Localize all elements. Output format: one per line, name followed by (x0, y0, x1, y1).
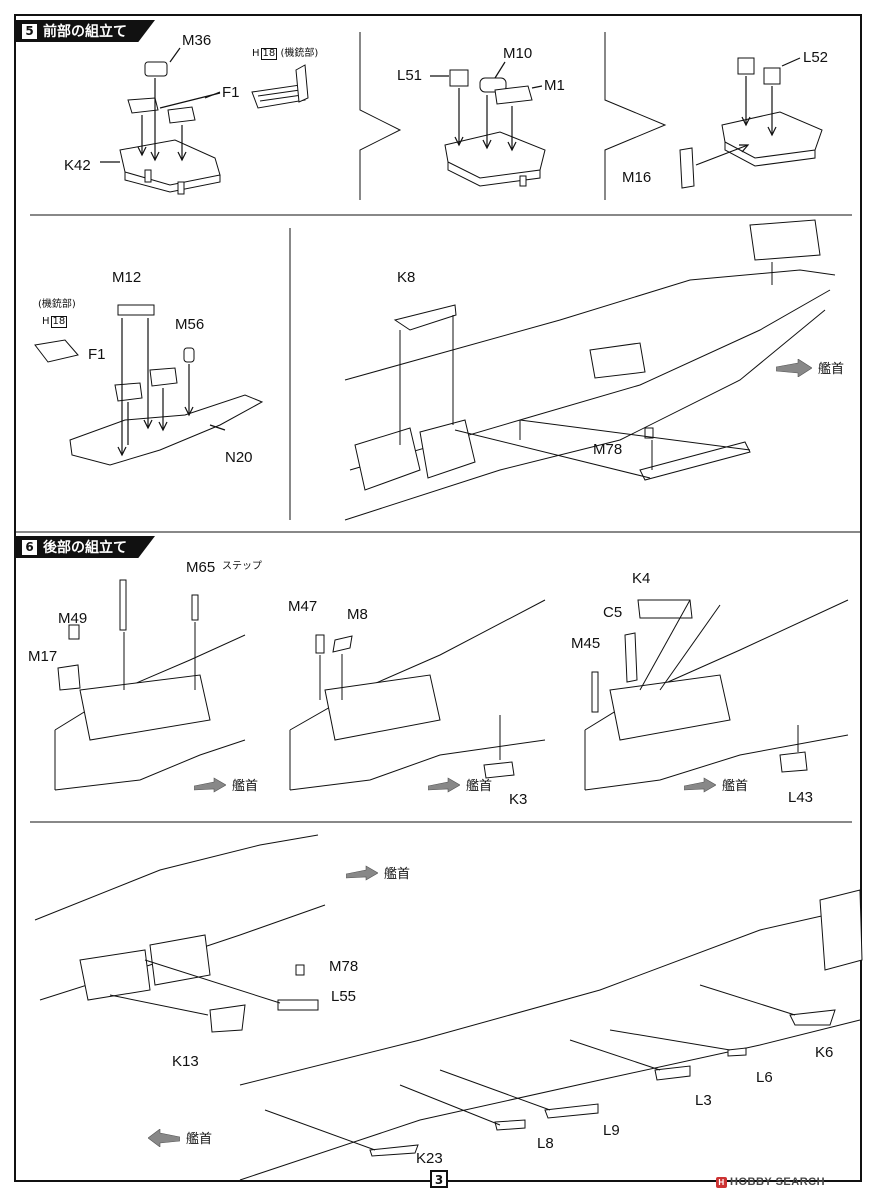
bow-direction-indicator: 艦首 (776, 358, 844, 377)
bow-direction-label: 艦首 (232, 779, 259, 794)
section-title: 後部の組立て (43, 540, 127, 556)
part-label: K6 (815, 1044, 834, 1061)
bow-direction-indicator: 艦首 (684, 775, 748, 794)
part-label: M47 (288, 598, 318, 615)
part-label: M36 (182, 32, 212, 49)
bow-arrow-icon (684, 776, 716, 793)
step-note: ステップ (222, 561, 262, 572)
h-note: (機銃部) (38, 299, 76, 310)
part-label: M17 (28, 648, 58, 665)
bow-direction-indicator: 艦首 (428, 775, 492, 794)
bow-direction-label: 艦首 (818, 362, 845, 377)
bow-arrow-icon (776, 358, 812, 377)
part-label: L52 (803, 49, 829, 66)
part-label: F1 (88, 346, 106, 363)
section-number: 6 (22, 539, 37, 555)
part-label: L9 (603, 1122, 620, 1139)
part-label: M12 (112, 269, 142, 286)
bow-arrow-left-icon (148, 1128, 180, 1147)
bow-direction-label: 艦首 (466, 779, 493, 794)
h-number: 18 (50, 316, 68, 328)
part-label: K4 (632, 570, 651, 587)
part-label: N20 (225, 449, 253, 466)
bow-direction-indicator: 艦首 (194, 775, 258, 794)
watermark-text: HOBBY SEARCH (730, 1176, 826, 1188)
h-number: 18 (260, 48, 278, 60)
bow-direction-indicator: 艦首 (148, 1128, 212, 1147)
part-label: L55 (331, 988, 357, 1005)
part-label: M10 (503, 45, 533, 62)
part-label: F1 (222, 84, 240, 101)
part-label: L43 (788, 789, 814, 806)
bow-direction-indicator: 艦首 (346, 863, 410, 882)
part-label: C5 (603, 604, 623, 621)
part-label: L6 (756, 1069, 773, 1086)
bow-direction-label: 艦首 (384, 867, 411, 882)
part-label: M78 (329, 958, 359, 975)
bow-direction-label: 艦首 (722, 779, 749, 794)
part-label: L8 (537, 1135, 554, 1152)
section-number: 5 (22, 23, 37, 39)
bow-direction-label: 艦首 (186, 1132, 213, 1147)
section-header-step6: 6 後部の組立て (16, 536, 155, 558)
part-label: M49 (58, 610, 88, 627)
part-label: M45 (571, 635, 601, 652)
part-label: M65 (186, 559, 216, 576)
bow-arrow-icon (194, 776, 226, 793)
part-label: M56 (175, 316, 205, 333)
part-label: M78 (593, 441, 623, 458)
page-number: 3 (430, 1170, 448, 1188)
h-prefix: H (42, 316, 50, 327)
part-label: K23 (416, 1150, 443, 1167)
section-header-step5: 5 前部の組立て (16, 20, 155, 42)
bow-arrow-icon (428, 776, 460, 793)
k42-base-drawing (119, 61, 309, 195)
h-prefix: H (252, 48, 260, 59)
bow-arrow-icon (346, 864, 378, 881)
part-label: K42 (64, 157, 91, 174)
part-label: K13 (172, 1053, 199, 1070)
part-label: M1 (544, 77, 565, 94)
part-label: M8 (347, 606, 368, 623)
watermark-logo-icon: H (716, 1177, 727, 1188)
part-label: M16 (622, 169, 652, 186)
part-label: K8 (397, 269, 416, 286)
part-label: K3 (509, 791, 528, 808)
section-title: 前部の組立て (43, 24, 127, 40)
part-label: L51 (397, 67, 423, 84)
part-label: L3 (695, 1092, 712, 1109)
h-note: (機銃部) (280, 48, 319, 59)
